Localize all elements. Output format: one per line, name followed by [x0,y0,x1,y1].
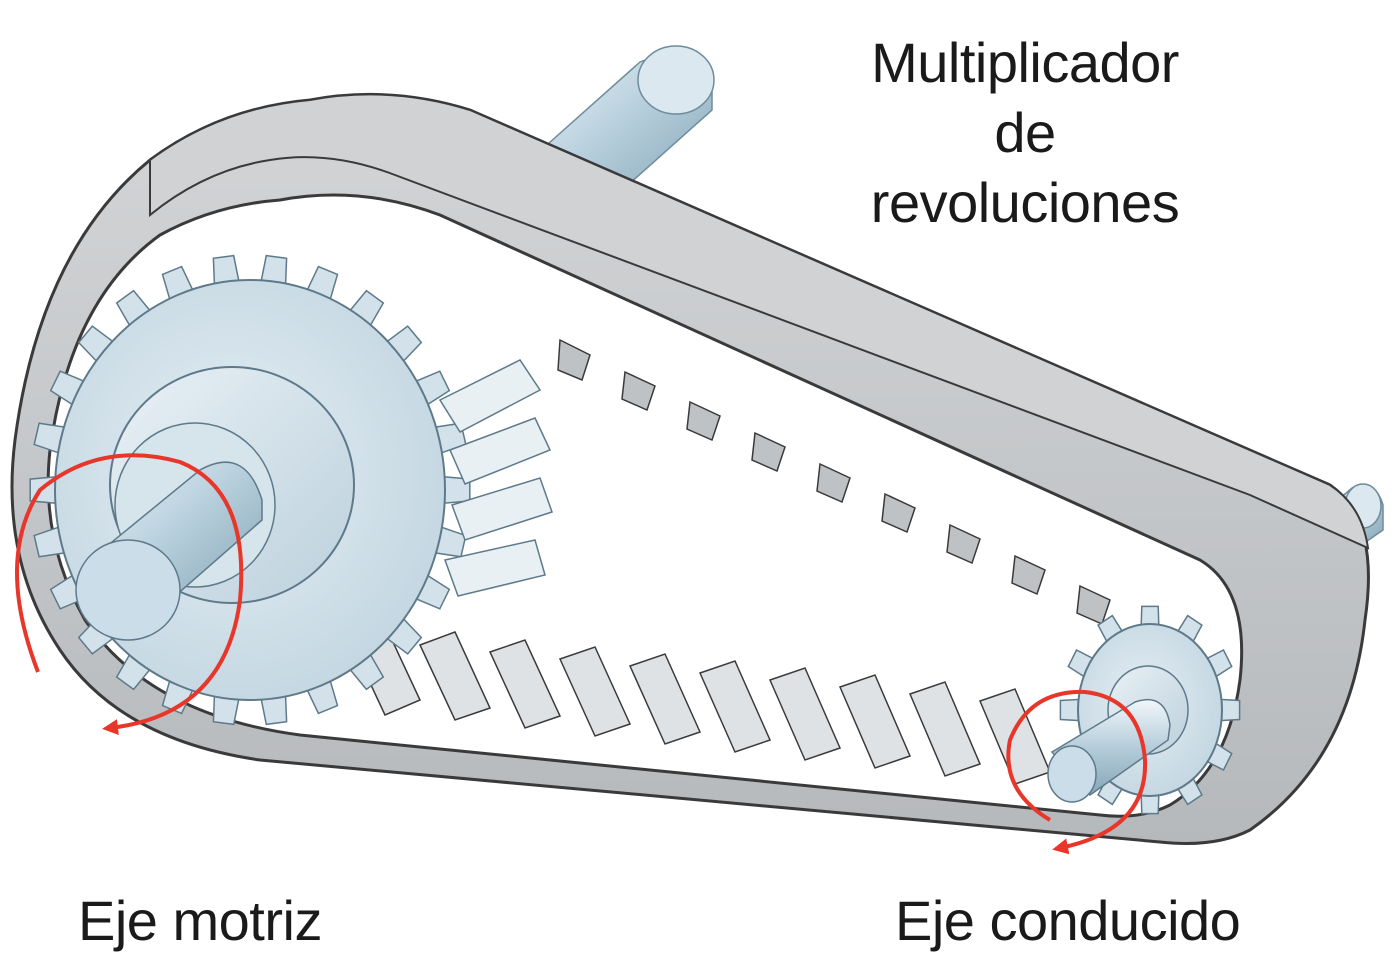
drive-rotation-arrow [15,453,244,736]
title-line-3: revoluciones [870,171,1180,234]
driven-shaft-label: Eje conducido [895,889,1241,952]
drive-shaft-front [75,461,263,641]
title-line-1: Multiplicador [871,31,1179,94]
drive-shaft-label: Eje motriz [78,889,322,952]
title-line-2: de [994,101,1056,164]
diagram-title: Multiplicador de revoluciones [820,28,1230,238]
belt-teeth-top [557,338,1111,626]
driven-shaft-front [1047,698,1171,803]
driven-rotation-arrow [1006,689,1148,855]
